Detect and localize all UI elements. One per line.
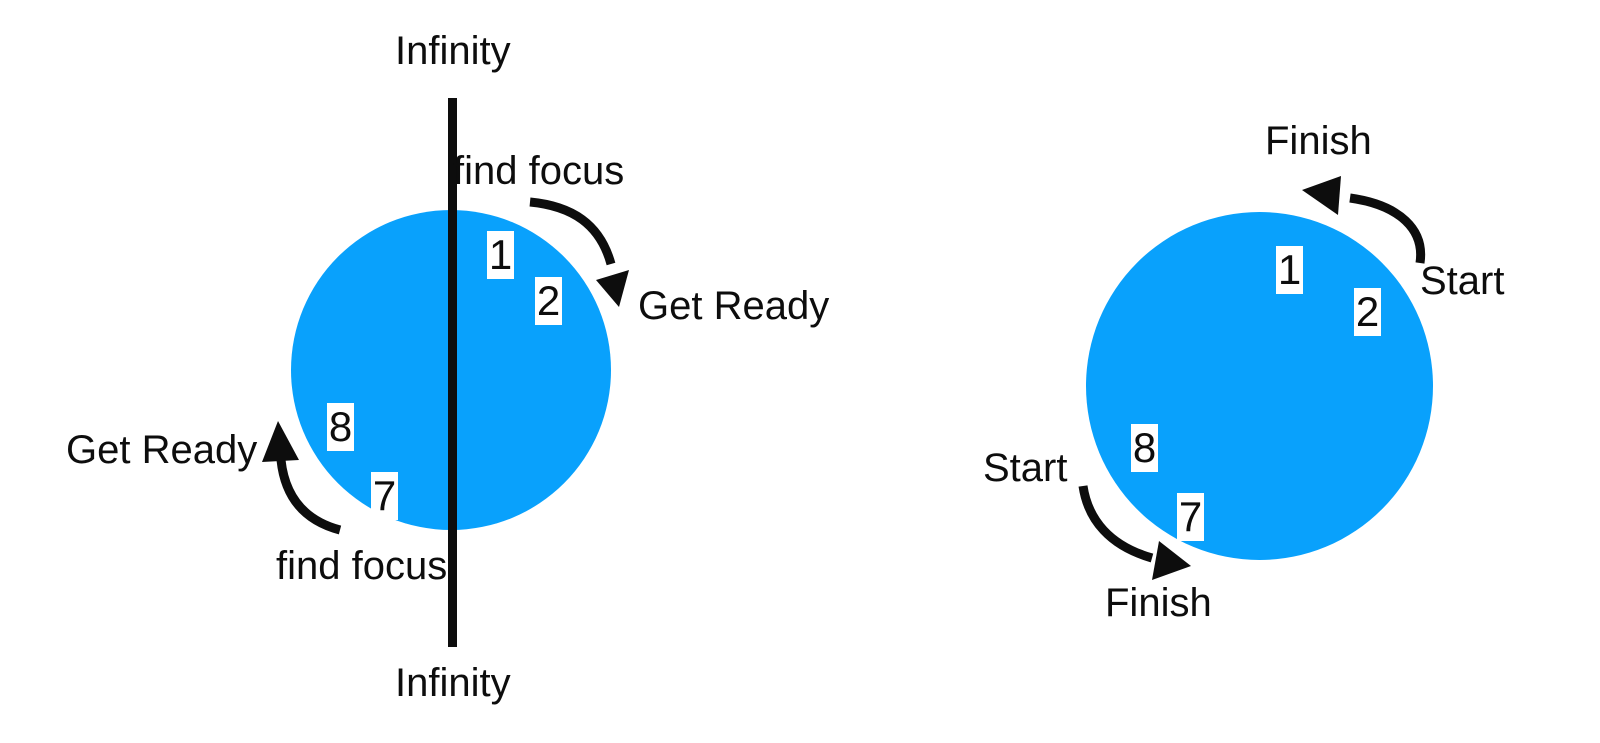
start-label-left: Start: [983, 446, 1068, 490]
finish-label-top: Finish: [1265, 119, 1372, 163]
right-point-marker-8: 8: [1131, 424, 1158, 472]
find-focus-label-top: find focus: [453, 149, 625, 193]
right-top-arrow: [1302, 176, 1426, 264]
get-ready-label-right: Get Ready: [638, 284, 830, 328]
start-label-right: Start: [1420, 259, 1505, 303]
left-point-marker-8: 8: [327, 403, 354, 451]
right-circle: [1086, 212, 1433, 560]
infinity-label-top: Infinity: [395, 29, 511, 73]
left-point-marker-1: 1: [487, 231, 514, 279]
left-bottom-arrow: [262, 421, 342, 535]
left-top-arrow: [529, 197, 629, 307]
left-point-marker-7: 7: [371, 472, 398, 520]
infinity-label-bottom: Infinity: [395, 661, 511, 705]
left-point-marker-2: 2: [535, 277, 562, 325]
finish-label-bottom: Finish: [1105, 581, 1212, 625]
right-bottom-arrow: [1078, 485, 1191, 580]
right-point-marker-2: 2: [1354, 288, 1381, 336]
find-focus-label-bottom: find focus: [276, 544, 448, 588]
right-point-marker-1: 1: [1276, 246, 1303, 294]
get-ready-label-left: Get Ready: [66, 428, 258, 472]
right-point-marker-7: 7: [1177, 493, 1204, 541]
